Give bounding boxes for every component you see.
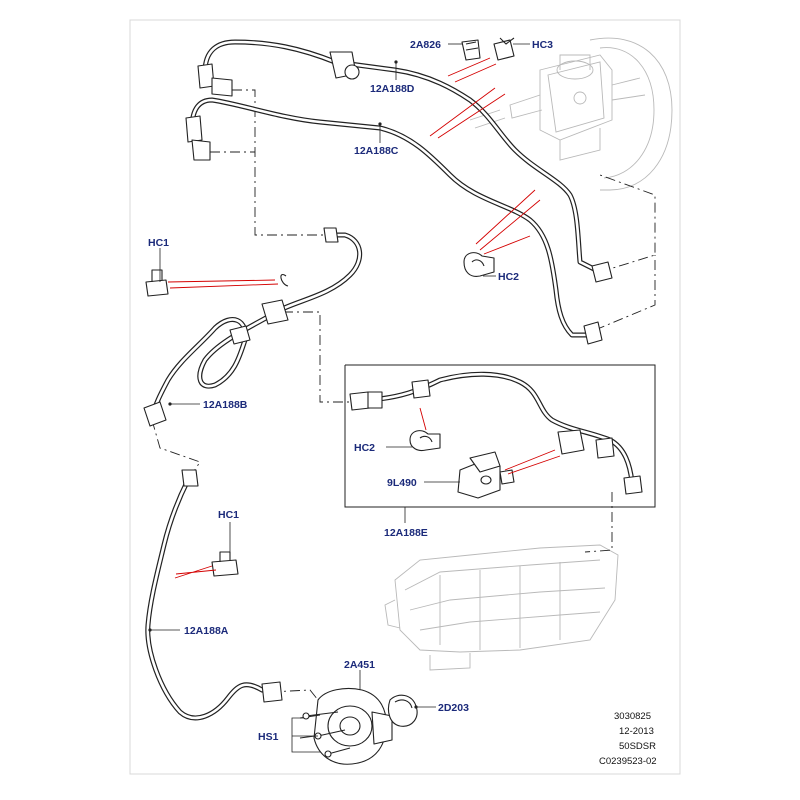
label-hc2-upper: HC2 xyxy=(498,271,519,283)
label-2a826: 2A826 xyxy=(410,39,441,51)
clip-hc2-box-shape xyxy=(409,430,441,452)
pipe-12a188d xyxy=(197,39,613,283)
clip-hc1-top-shape xyxy=(145,269,289,297)
label-hc1-top: HC1 xyxy=(148,237,169,249)
leader-lines xyxy=(148,43,530,753)
diagram-frame xyxy=(129,19,681,775)
routing-centerlines xyxy=(151,89,656,701)
reference-number: 3030825 xyxy=(614,711,651,722)
label-hc2-box: HC2 xyxy=(354,442,375,454)
clip-hc3-shape xyxy=(493,37,515,61)
clip-hc2-upper-shape xyxy=(463,252,495,277)
vacuum-pump-2a451 xyxy=(299,687,418,765)
pipe-12a188c xyxy=(185,97,603,345)
pipe-12a188a xyxy=(145,469,283,721)
bolts-hs1 xyxy=(302,711,351,758)
label-12a188b: 12A188B xyxy=(203,399,248,411)
reference-block: 3030825 12-2013 50SDSR C0239523-02 xyxy=(599,711,657,767)
label-12a188a: 12A188A xyxy=(184,625,229,637)
label-hc1-lower: HC1 xyxy=(218,509,239,521)
reference-date: 12-2013 xyxy=(619,726,654,737)
pipe-12a188b xyxy=(143,227,362,427)
assembly-12a188e-box xyxy=(344,364,656,508)
reference-illustration-id: C0239523-02 xyxy=(599,756,657,767)
callout-labels: 2A826 HC3 12A188D 12A188C HC1 HC2 12A188… xyxy=(148,39,553,743)
label-hs1: HS1 xyxy=(258,731,279,743)
label-12a188c: 12A188C xyxy=(354,145,399,157)
label-hc3: HC3 xyxy=(532,39,553,51)
label-9l490: 9L490 xyxy=(387,477,417,489)
clip-2a826-shape xyxy=(461,39,481,61)
engine-block-ghost xyxy=(384,544,619,671)
reference-code: 50SDSR xyxy=(619,741,656,752)
clip-indicator-lines xyxy=(167,57,561,579)
label-2d203: 2D203 xyxy=(438,702,469,714)
label-12a188d: 12A188D xyxy=(370,83,415,95)
valve-9l490 xyxy=(457,451,515,499)
label-12a188e: 12A188E xyxy=(384,527,428,539)
label-2a451: 2A451 xyxy=(344,659,375,671)
